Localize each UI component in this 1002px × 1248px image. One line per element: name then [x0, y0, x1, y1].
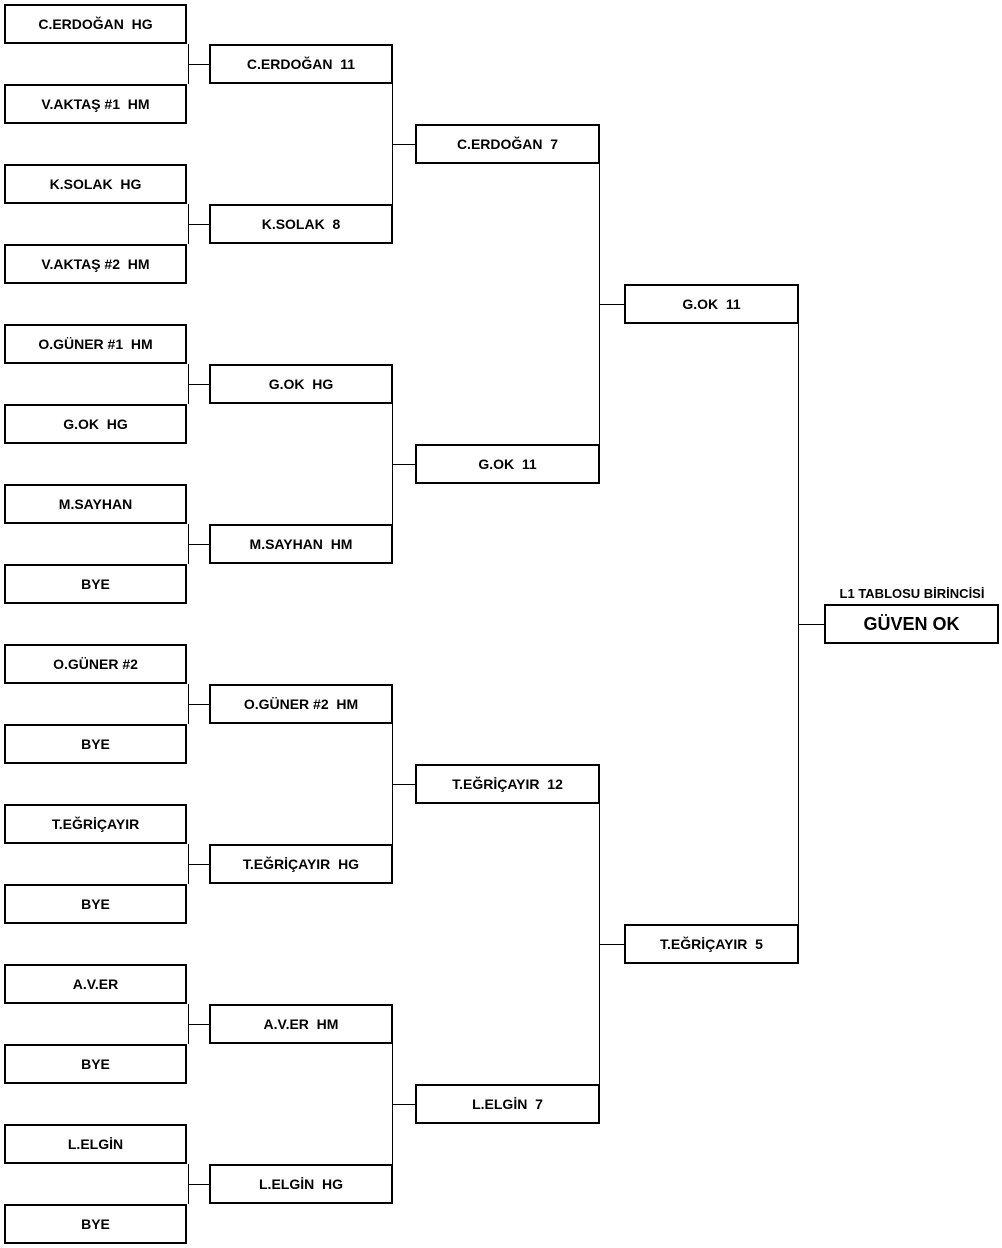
- match-box: G.OK 11: [415, 444, 600, 484]
- match-box: K.SOLAK HG: [4, 164, 187, 204]
- match-box: L.ELGİN 7: [415, 1084, 600, 1124]
- match-box: T.EĞRİÇAYIR HG: [209, 844, 393, 884]
- match-box: V.AKTAŞ #2 HM: [4, 244, 187, 284]
- match-box: G.OK HG: [4, 404, 187, 444]
- match-box: O.GÜNER #1 HM: [4, 324, 187, 364]
- match-box: O.GÜNER #2 HM: [209, 684, 393, 724]
- match-box: BYE: [4, 884, 187, 924]
- bracket-title: L1 TABLOSU BİRİNCİSİ: [839, 586, 985, 601]
- match-box: C.ERDOĞAN 11: [209, 44, 393, 84]
- match-box: L.ELGİN: [4, 1124, 187, 1164]
- match-box: BYE: [4, 564, 187, 604]
- match-box: C.ERDOĞAN HG: [4, 4, 187, 44]
- match-box: T.EĞRİÇAYIR: [4, 804, 187, 844]
- match-box: V.AKTAŞ #1 HM: [4, 84, 187, 124]
- match-box: G.OK HG: [209, 364, 393, 404]
- match-box: A.V.ER: [4, 964, 187, 1004]
- match-box: O.GÜNER #2: [4, 644, 187, 684]
- match-box: T.EĞRİÇAYIR 5: [624, 924, 799, 964]
- winner-box: GÜVEN OK: [824, 604, 999, 644]
- match-box: M.SAYHAN HM: [209, 524, 393, 564]
- match-box: C.ERDOĞAN 7: [415, 124, 600, 164]
- match-box: BYE: [4, 724, 187, 764]
- match-box: M.SAYHAN: [4, 484, 187, 524]
- match-box: K.SOLAK 8: [209, 204, 393, 244]
- match-box: G.OK 11: [624, 284, 799, 324]
- match-box: BYE: [4, 1204, 187, 1244]
- match-box: BYE: [4, 1044, 187, 1084]
- match-box: L.ELGİN HG: [209, 1164, 393, 1204]
- match-box: A.V.ER HM: [209, 1004, 393, 1044]
- match-box: T.EĞRİÇAYIR 12: [415, 764, 600, 804]
